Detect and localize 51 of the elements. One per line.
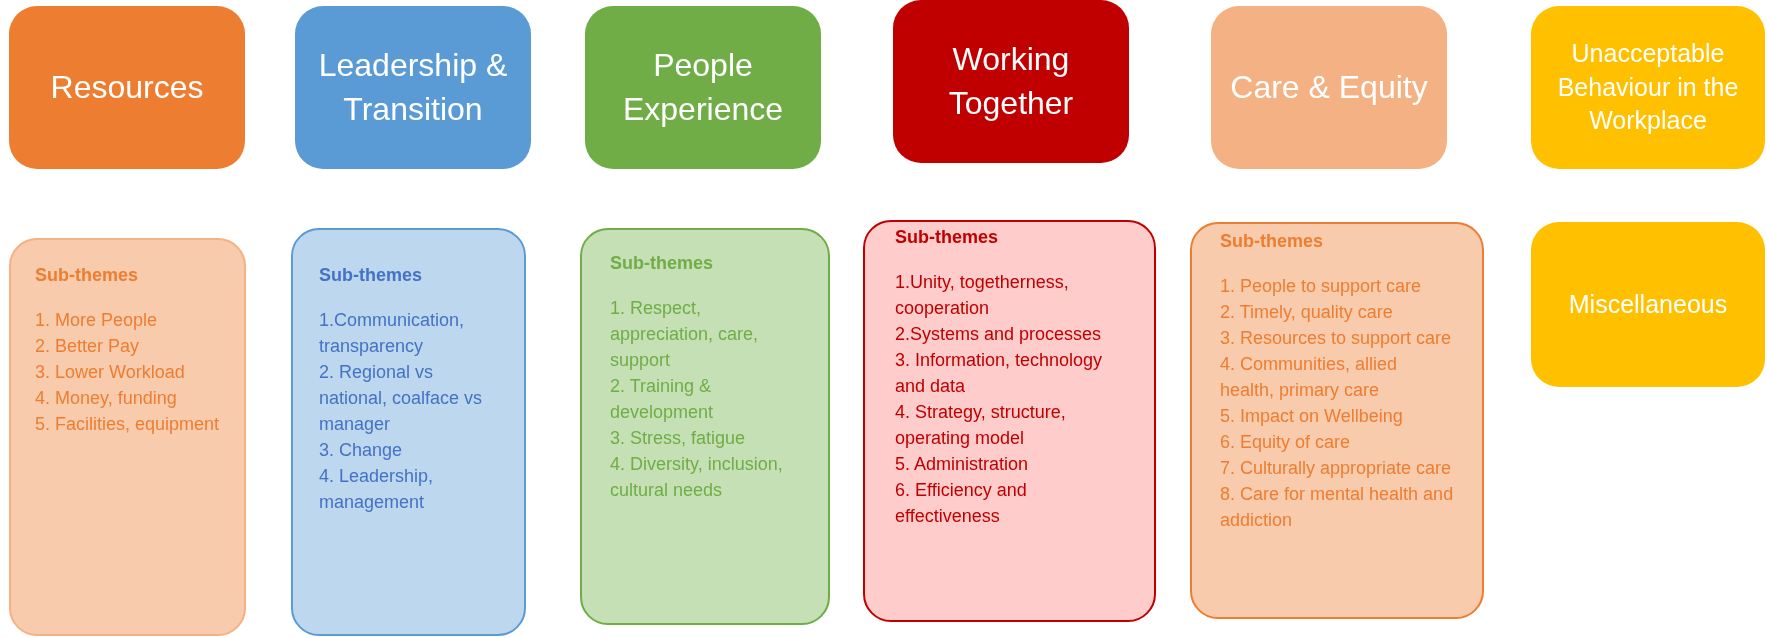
theme-box bbox=[1531, 222, 1765, 387]
theme-title: Care & Equity bbox=[1230, 67, 1428, 107]
theme-title: Leadership & Transition bbox=[317, 46, 509, 129]
sub-themes-card bbox=[9, 238, 246, 636]
card-heading: Sub-themes bbox=[35, 264, 139, 287]
card-heading: Sub-themes bbox=[319, 264, 423, 287]
theme-box bbox=[893, 0, 1129, 163]
list-item: 3. Information, technology and data bbox=[895, 349, 1104, 398]
card-heading: Sub-themes bbox=[1220, 230, 1324, 253]
list-item: 3. Change bbox=[319, 439, 403, 462]
list-item: 3. Resources to support care bbox=[1220, 327, 1452, 350]
list-item: 1. Respect, appreciation, care, support bbox=[610, 297, 760, 372]
list-item: 2. Better Pay bbox=[35, 335, 140, 358]
theme-title: Working Together bbox=[947, 40, 1075, 123]
theme-box bbox=[1531, 6, 1765, 169]
theme-title: Unacceptable Behaviour in the Workplace bbox=[1556, 37, 1740, 137]
theme-box bbox=[585, 6, 821, 169]
list-item: 3. Lower Workload bbox=[35, 361, 185, 384]
list-item: 4. Money, funding bbox=[35, 387, 177, 410]
card-heading: Sub-themes bbox=[610, 252, 714, 275]
list-item: 4. Leadership, management bbox=[319, 465, 435, 514]
list-item: 8. Care for mental health and addiction bbox=[1220, 483, 1454, 532]
theme-title: Resources bbox=[50, 67, 204, 107]
list-item: 5. Facilities, equipment bbox=[35, 413, 220, 436]
theme-title: Miscellaneous bbox=[1568, 288, 1728, 320]
list-item: 1.Unity, togetherness, cooperation bbox=[895, 271, 1070, 320]
list-item: 6. Equity of care bbox=[1220, 431, 1351, 454]
list-item: 5. Administration bbox=[895, 453, 1029, 476]
sub-themes-card bbox=[291, 228, 526, 636]
list-item: 2. Timely, quality care bbox=[1220, 301, 1393, 324]
theme-box bbox=[9, 6, 245, 169]
list-item: 4. Diversity, inclusion, cultural needs bbox=[610, 453, 784, 502]
list-item: 1.Communication, transparency bbox=[319, 309, 466, 358]
sub-themes-card bbox=[580, 228, 830, 625]
sub-themes-card bbox=[863, 220, 1156, 622]
list-item: 2. Regional vs national, coalface vs manager bbox=[319, 361, 484, 436]
list-item: 1. People to support care bbox=[1220, 275, 1422, 298]
list-item: 1. More People bbox=[35, 309, 158, 332]
theme-title: People Experience bbox=[621, 46, 785, 129]
list-item: 7. Culturally appropriate care bbox=[1220, 457, 1452, 480]
list-item: 4. Strategy, structure, operating model bbox=[895, 401, 1067, 450]
list-item: 3. Stress, fatigue bbox=[610, 427, 746, 450]
theme-box bbox=[295, 6, 531, 169]
theme-box bbox=[1211, 6, 1447, 169]
list-item: 4. Communities, allied health, primary care bbox=[1220, 353, 1399, 402]
list-item: 2.Systems and processes bbox=[895, 323, 1102, 346]
sub-themes-card bbox=[1190, 222, 1484, 619]
list-item: 2. Training & development bbox=[610, 375, 715, 424]
list-item: 6. Efficiency and effectiveness bbox=[895, 479, 1028, 528]
list-item: 5. Impact on Wellbeing bbox=[1220, 405, 1403, 428]
card-heading: Sub-themes bbox=[895, 226, 999, 249]
